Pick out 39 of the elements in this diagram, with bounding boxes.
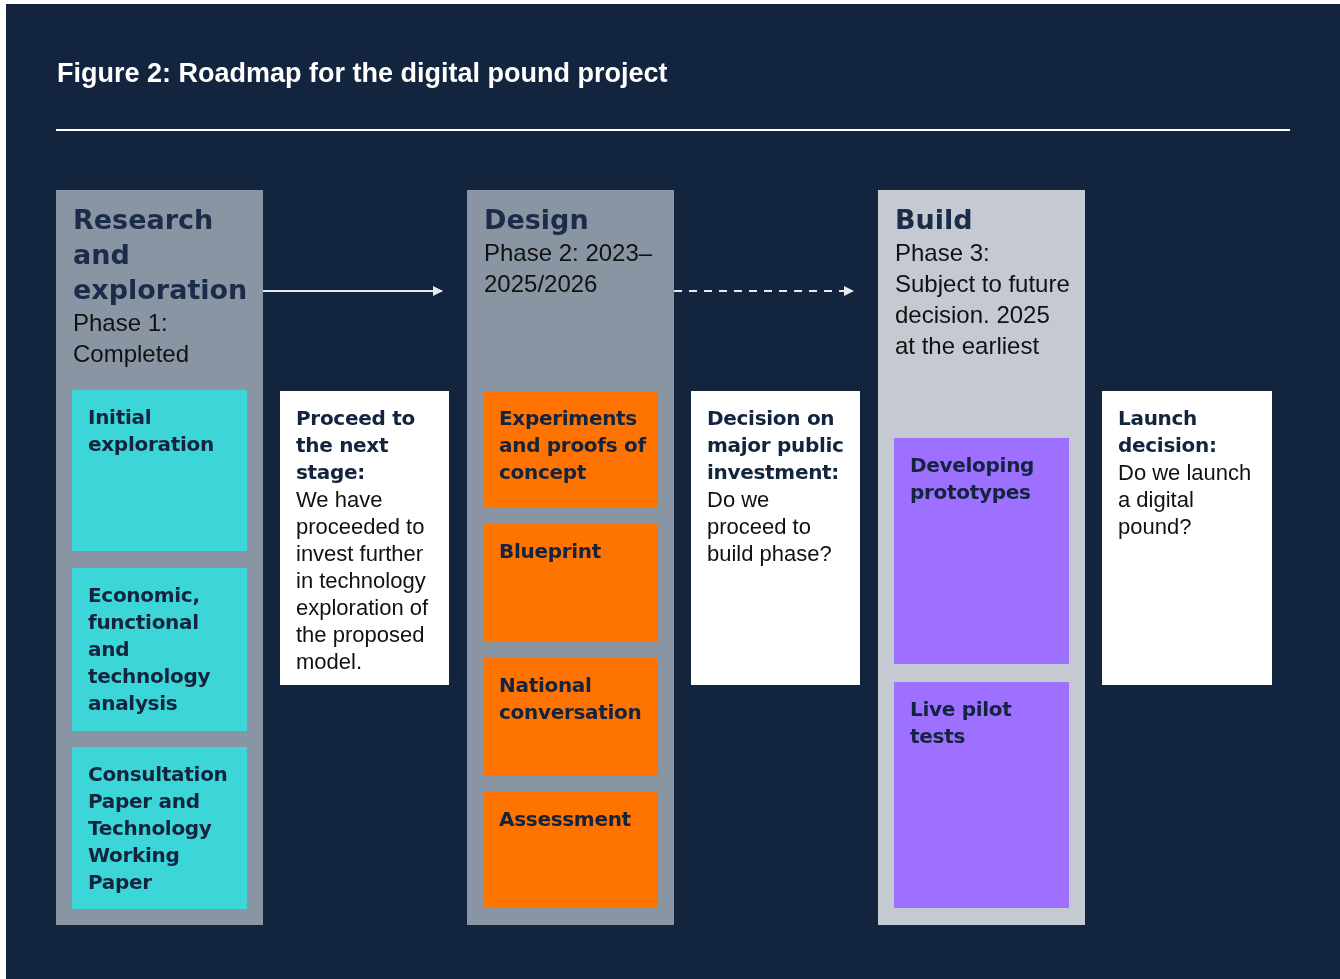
phase-column bbox=[56, 190, 263, 925]
activity-label: Blueprint bbox=[499, 538, 603, 565]
decision-heading: Proceed to the next stage: bbox=[296, 405, 416, 486]
decision-text: Do we proceed to build phase? bbox=[707, 486, 833, 567]
arrow bbox=[673, 286, 854, 296]
phase-text: Phase 3: Subject to future decision. 2025 at the earliest bbox=[895, 238, 1071, 361]
decision-text: Do we launch a digital pound? bbox=[1118, 459, 1253, 540]
activity-box bbox=[483, 792, 658, 908]
phase-heading: Design bbox=[484, 203, 590, 237]
decision-box bbox=[280, 391, 449, 685]
phase-text: Phase 2: 2023– 2025/2026 bbox=[484, 238, 654, 299]
decision-heading: Decision on major public investment: bbox=[707, 405, 845, 486]
activity-box bbox=[72, 747, 247, 909]
activity-box bbox=[483, 658, 658, 775]
phase-text: Phase 1: Completed bbox=[73, 308, 191, 369]
activity-label: Consultation Paper and Technology Working Paper bbox=[88, 761, 229, 896]
activity-box bbox=[72, 568, 247, 731]
decision-box bbox=[1102, 391, 1272, 685]
activity-label: Assessment bbox=[499, 806, 632, 833]
activity-label: Developing prototypes bbox=[910, 452, 1036, 506]
phase-column bbox=[467, 190, 674, 925]
decision-box bbox=[691, 391, 860, 685]
activity-label: National conversation bbox=[499, 672, 643, 726]
phase-heading: Research and exploration bbox=[73, 203, 249, 307]
activity-box bbox=[894, 438, 1069, 664]
activity-box bbox=[72, 390, 247, 551]
figure-title: Figure 2: Roadmap for the digital pound project bbox=[57, 58, 668, 89]
activity-box bbox=[483, 391, 658, 507]
activity-box bbox=[894, 682, 1069, 908]
decision-text: We have proceeded to invest further in technology exploration of the proposed model. bbox=[296, 486, 430, 675]
phase-heading: Build bbox=[895, 203, 974, 237]
decision-heading: Launch decision: bbox=[1118, 405, 1218, 459]
activity-box bbox=[483, 524, 658, 641]
activity-label: Experiments and proofs of concept bbox=[499, 405, 648, 486]
arrow bbox=[262, 286, 443, 296]
activity-label: Live pilot tests bbox=[910, 696, 1013, 750]
phase-column bbox=[878, 190, 1085, 925]
activity-label: Economic, functional and technology analysis bbox=[88, 582, 212, 717]
activity-label: Initial exploration bbox=[88, 404, 215, 458]
